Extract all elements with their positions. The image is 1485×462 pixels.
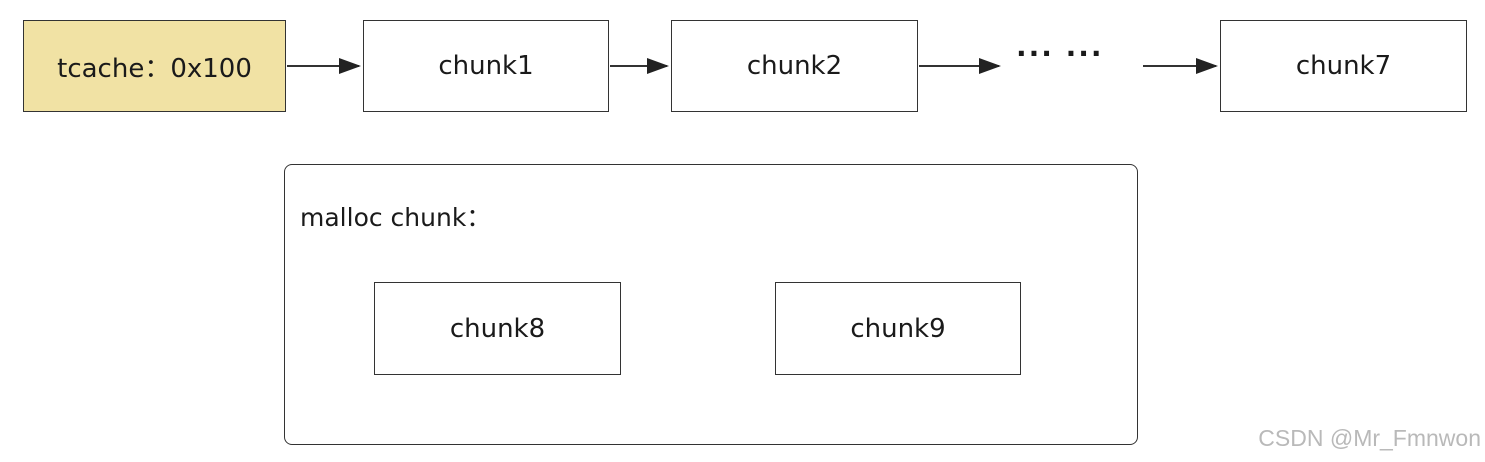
malloc-chunk-label: malloc chunk： bbox=[300, 203, 492, 232]
chunk2-box: chunk2 bbox=[671, 20, 918, 112]
chunk2-label: chunk2 bbox=[746, 51, 843, 81]
chunk8-label: chunk8 bbox=[449, 313, 546, 344]
arrow-ellipsis-to-chunk7 bbox=[1143, 58, 1218, 74]
chunk7-label: chunk7 bbox=[1295, 51, 1392, 81]
chunk7-box: chunk7 bbox=[1220, 20, 1467, 112]
watermark: CSDN @Mr_Fmnwon bbox=[1258, 425, 1481, 451]
chunk1-label: chunk1 bbox=[438, 51, 534, 81]
chunk8-box: chunk8 bbox=[374, 282, 621, 375]
arrow-tcache-to-chunk1 bbox=[287, 58, 361, 74]
tcache-label: tcache：0x100 bbox=[57, 53, 252, 84]
arrow-chunk1-to-chunk2 bbox=[610, 58, 669, 74]
tcache-box: tcache：0x100 bbox=[23, 20, 286, 112]
chunk1-box: chunk1 bbox=[363, 20, 609, 112]
arrow-chunk2-to-ellipsis bbox=[919, 58, 1001, 74]
chunk9-label: chunk9 bbox=[850, 313, 946, 344]
ellipsis: ··· ··· bbox=[1016, 37, 1104, 70]
chunk9-box: chunk9 bbox=[775, 282, 1021, 375]
